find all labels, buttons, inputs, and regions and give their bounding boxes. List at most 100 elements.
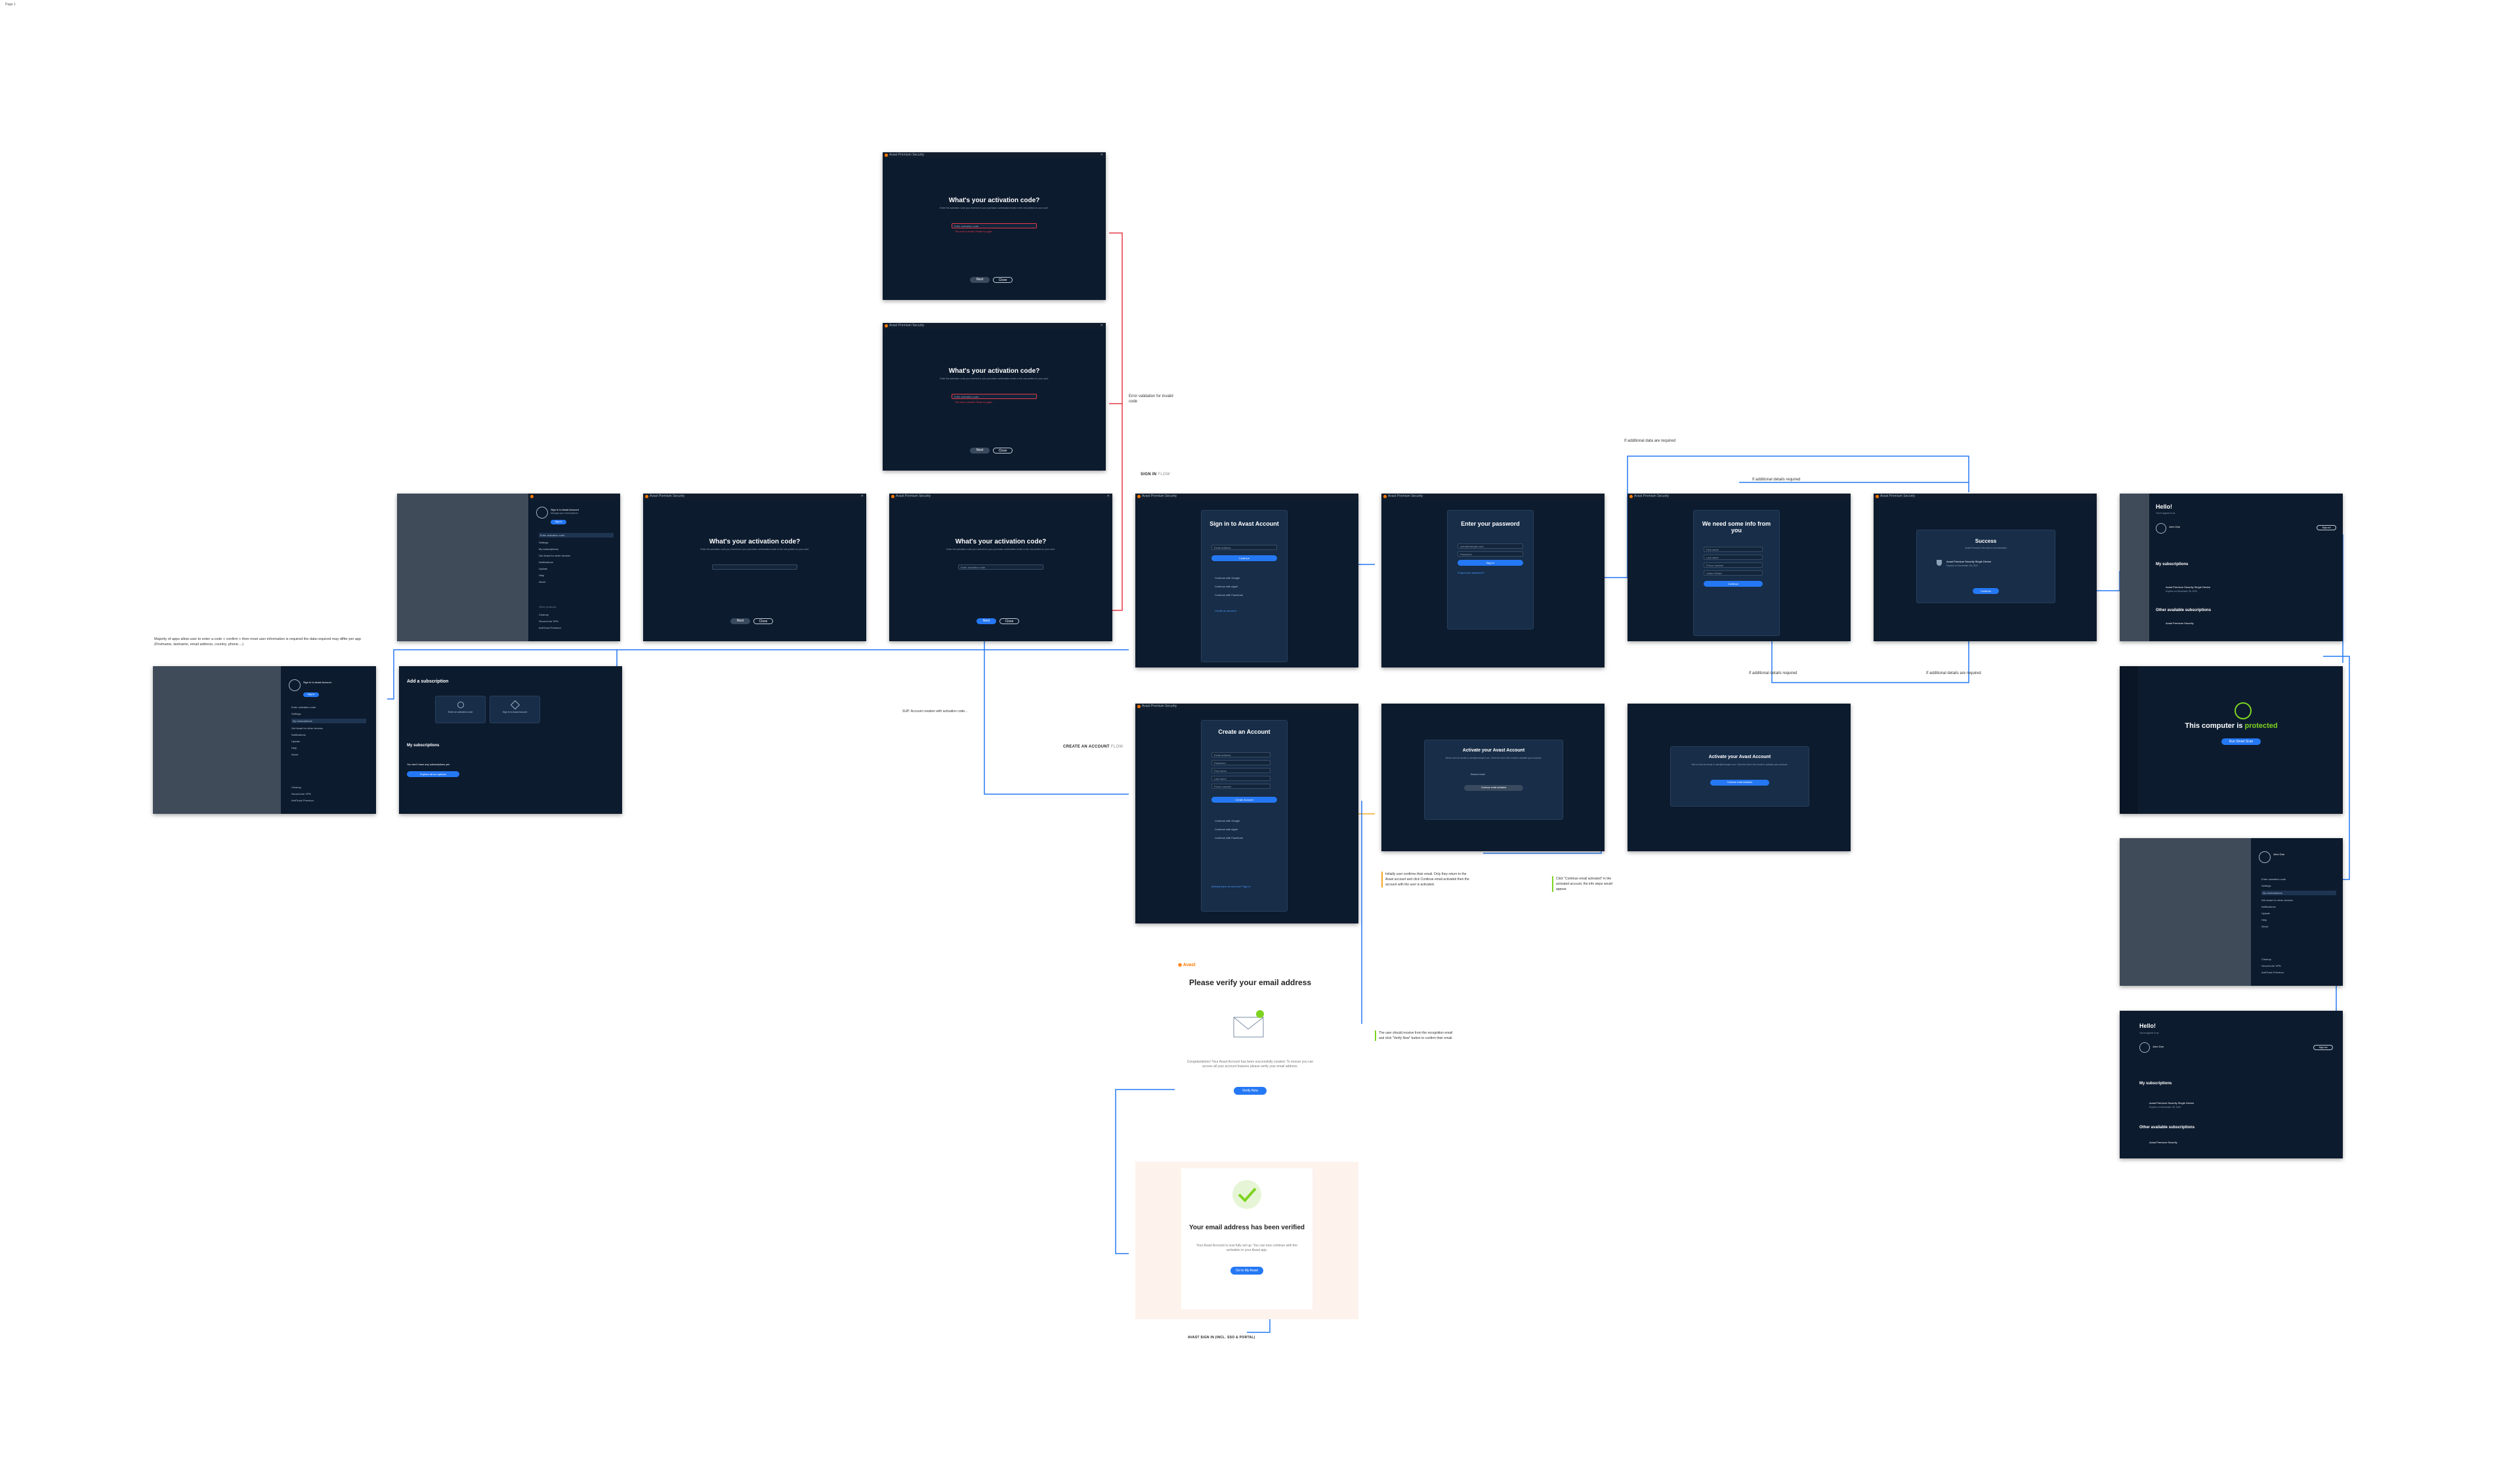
first-name-input[interactable]: First name [1704,547,1763,552]
product-cleanup[interactable]: Cleanup [539,613,549,616]
activation-code-input[interactable]: Enter activation code [952,223,1037,228]
product-vpn[interactable]: SecureLine VPN [2261,964,2281,967]
facebook-option[interactable]: Continue with Facebook [1215,593,1243,597]
product-vpn[interactable]: SecureLine VPN [291,792,311,795]
continue-button[interactable]: Continue [1973,588,1999,594]
phone-input[interactable]: Phone number [1704,562,1763,568]
google-option[interactable]: Continue with Google [1215,576,1240,580]
activation-code-input[interactable]: Enter activation code [952,394,1037,399]
menu-item-other-devices[interactable]: Get Avast for other devices [291,727,323,730]
facebook-option[interactable]: Continue with Facebook [1215,836,1243,839]
continue-button[interactable]: Continue [1211,555,1277,561]
next-button[interactable]: Next [970,277,990,283]
menu-item-subscriptions[interactable]: My subscriptions [539,547,558,551]
sign-in-card[interactable]: Sign in to Avast Account [490,696,540,723]
product-vpn[interactable]: SecureLine VPN [539,620,558,623]
menu-item-other-devices[interactable]: Get Avast for other devices [2261,899,2293,902]
activation-code-input[interactable] [712,564,797,570]
menu-item-settings[interactable]: Settings [291,712,301,715]
menu-item-activation[interactable]: Enter activation code [291,706,316,709]
verified-card: Your email address has been verified You… [1181,1168,1312,1309]
product-antitrack[interactable]: AntiTrack Premium [539,626,561,629]
first-name-input[interactable]: First name [1211,768,1270,773]
apple-option[interactable]: Continue with Apple [1215,585,1238,588]
apple-option[interactable]: Continue with Apple [1215,828,1238,831]
continue-button[interactable]: Continue [1704,581,1763,587]
go-to-my-avast-button[interactable]: Go to My Avast [1230,1267,1263,1275]
verify-now-button[interactable]: Verify Now [1234,1087,1267,1095]
close-icon[interactable]: ✕ [1107,494,1110,499]
user-name: John Doe [2169,525,2180,528]
product-antitrack[interactable]: AntiTrack Premium [291,799,314,802]
next-button[interactable]: Next [970,448,990,454]
close-button[interactable]: Close [993,448,1013,454]
activation-code-input[interactable]: Enter activation code [958,564,1043,570]
close-icon[interactable]: ✕ [1101,323,1103,329]
create-account-card: Create an Account Email address Password… [1201,720,1288,912]
create-account-link[interactable]: Create an account [1215,609,1236,612]
close-button[interactable]: Close [993,277,1013,283]
menu-item-activation[interactable]: Enter activation code [2261,878,2286,881]
menu-item-notifications[interactable]: Notifications [539,561,553,564]
password-input[interactable]: Password [1458,551,1523,557]
google-option[interactable]: Continue with Google [1215,819,1240,822]
envelope-illustration-icon [1224,1004,1276,1050]
sign-in-button[interactable]: Sign in [303,692,319,697]
subscriptions-title: My subscriptions [2139,1082,2172,1086]
menu-item-update[interactable]: Update [291,740,300,743]
email-input[interactable]: Email address [1211,545,1277,550]
activate-title: Activate your Avast Account [1671,755,1809,759]
menu-item-settings[interactable]: Settings [539,541,548,544]
phone-input[interactable]: Phone number [1211,784,1270,789]
enter-code-card[interactable]: Enter an activation code [435,696,486,723]
continue-activated-button[interactable]: Continue email activated [1710,780,1769,786]
sign-in-label: Sign in to Avast Account [490,711,539,713]
country-select[interactable]: United States [1704,570,1763,576]
menu-item-settings[interactable]: Settings [2261,884,2271,887]
resend-email[interactable]: Resend email [1471,773,1484,776]
email-input[interactable]: Email address [1211,752,1270,757]
sign-in-button[interactable]: Sign in [1458,560,1523,566]
menu-item-subscriptions[interactable]: My subscriptions [291,719,366,723]
next-button[interactable]: Next [730,618,750,624]
menu-item-help[interactable]: Help [539,574,544,577]
menu-item-about[interactable]: About [2261,925,2268,928]
product-antitrack[interactable]: AntiTrack Premium [2261,971,2284,974]
next-button[interactable]: Next [976,618,996,624]
info-card: We need some info from you First name La… [1693,510,1780,636]
menu-item-notifications[interactable]: Notifications [2261,905,2276,908]
menu-item-notifications[interactable]: Notifications [291,733,306,736]
sign-in-link[interactable]: Already have an account? Sign in [1211,885,1251,888]
explore-button[interactable]: Explore all our options [407,771,459,777]
menu-item-help[interactable]: Help [291,746,297,750]
close-icon[interactable]: ✕ [861,494,864,499]
menu-item-about[interactable]: About [291,753,298,756]
last-name-input[interactable]: Last name [1211,776,1270,781]
signed-in-as: You're signed in as [2156,512,2175,515]
run-smart-scan-button[interactable]: Run Smart Scan [2221,738,2261,745]
sign-out-button[interactable]: Sign out [2317,525,2336,530]
activate-account-screen-2: Activate your Avast Account We've sent a… [1628,704,1851,851]
avast-logo-icon [1383,495,1387,498]
menu-item-subscriptions[interactable]: My subscriptions [2261,891,2336,895]
password-input[interactable]: Password [1211,760,1270,765]
menu-item-other-devices[interactable]: Get Avast for other devices [539,554,570,557]
sign-in-button[interactable]: Sign in [551,520,566,524]
menu-item-update[interactable]: Update [539,567,547,570]
menu-item-update[interactable]: Update [2261,912,2270,915]
menu-item-help[interactable]: Help [2261,918,2267,921]
product-cleanup[interactable]: Cleanup [2261,958,2271,961]
close-button[interactable]: Close [999,618,1019,624]
continue-activated-button[interactable]: Continue email activated [1464,785,1523,791]
menu-item-about[interactable]: About [539,580,545,583]
last-name-input[interactable]: Last name [1704,555,1763,560]
avast-logo-icon [530,495,534,498]
close-button[interactable]: Close [753,618,773,624]
forgot-password-link[interactable]: Forgot your password? [1458,571,1484,574]
close-icon[interactable]: ✕ [1101,152,1103,158]
sidebar-menu: Sign in to Avast Account Sign in Enter a… [281,666,376,814]
sign-out-button[interactable]: Sign out [2313,1045,2333,1050]
create-account-button[interactable]: Create Account [1211,797,1277,803]
product-cleanup[interactable]: Cleanup [291,786,301,789]
menu-item-activation[interactable]: Enter activation code [539,533,614,538]
